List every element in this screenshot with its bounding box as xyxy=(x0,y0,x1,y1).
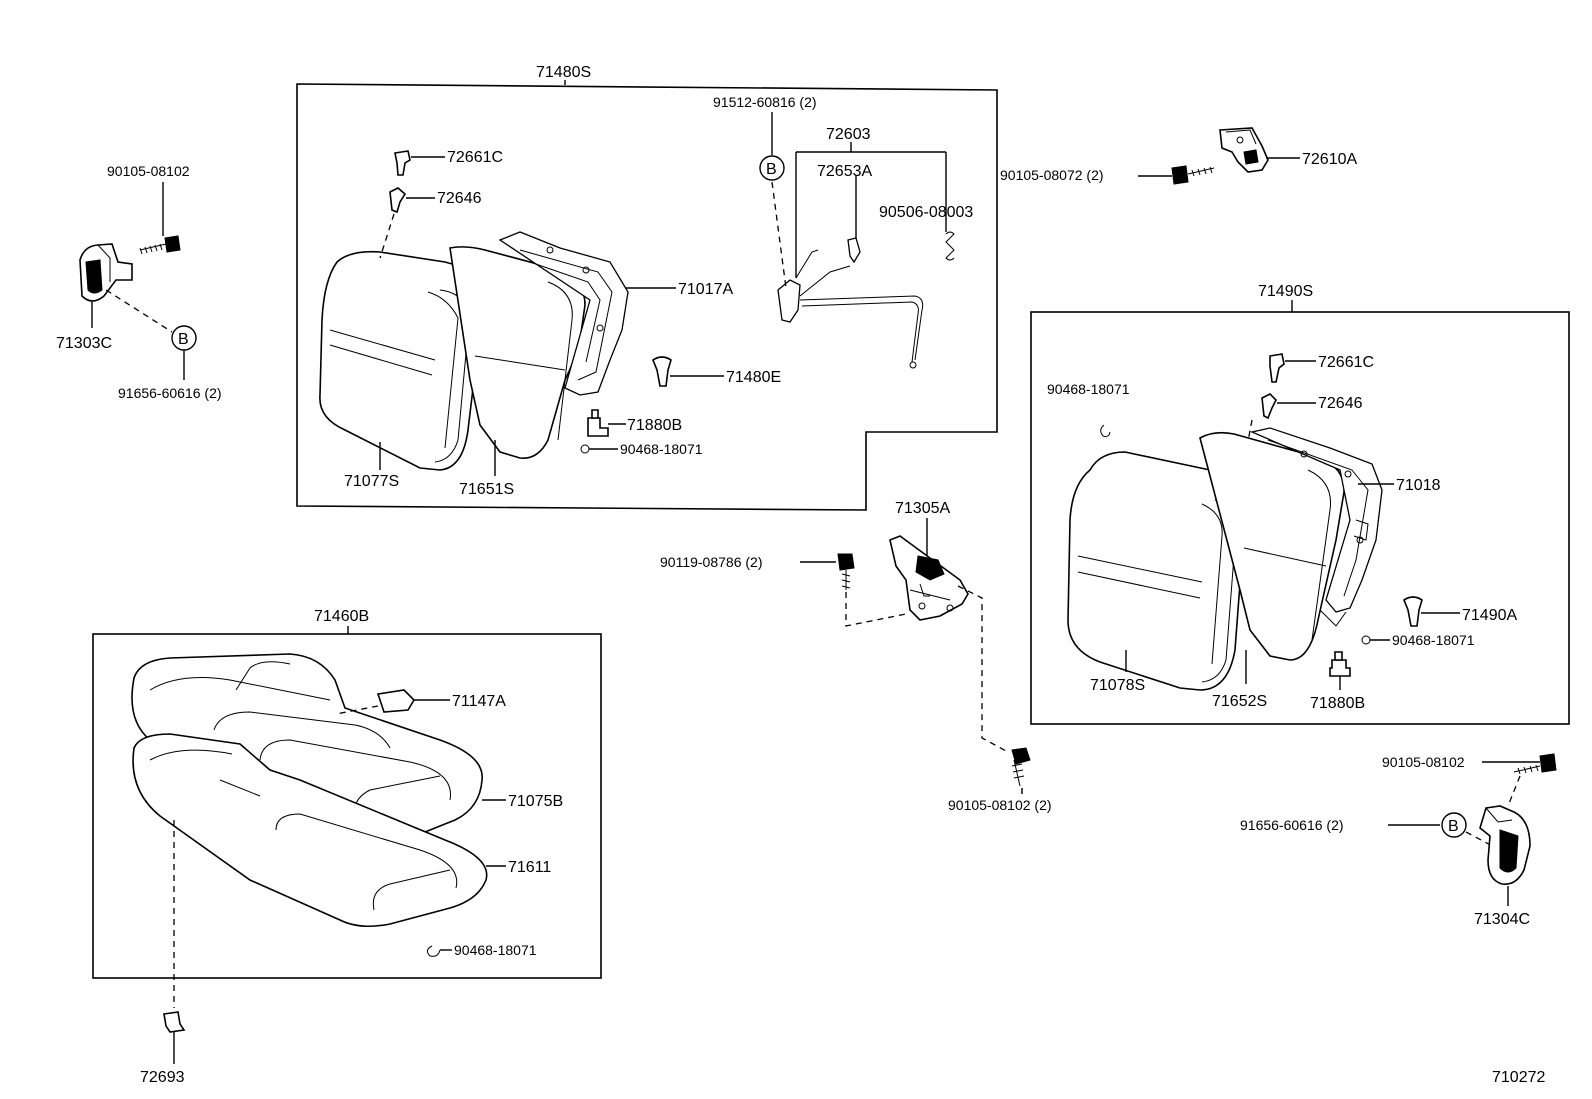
callout-71305a: 71305A xyxy=(895,500,950,517)
callout-71304c: 71304C xyxy=(1474,911,1530,928)
callout-90105-08102-left: 90105-08102 xyxy=(107,163,190,179)
callout-72661c-right: 72661C xyxy=(1318,354,1374,371)
callout-71460b: 71460B xyxy=(314,608,369,625)
seatback-lock-cable-72603 xyxy=(777,237,924,369)
callout-90105-08072: 90105-08072 (2) xyxy=(1000,167,1104,183)
callout-90468-18071-right-top: 90468-18071 xyxy=(1047,381,1130,397)
group-box-71480s xyxy=(296,80,998,511)
callout-91656-60616-right: 91656-60616 (2) xyxy=(1240,817,1344,833)
bolt-90105-08072 xyxy=(1171,165,1215,185)
reference-marker-b-top xyxy=(759,155,785,181)
callout-91656-60616-left: 91656-60616 (2) xyxy=(118,385,222,401)
reference-marker-b-right xyxy=(1441,812,1467,838)
group-box-71460b xyxy=(92,626,602,979)
seatback-frame-71017a xyxy=(498,231,629,396)
callout-71078s: 71078S xyxy=(1090,677,1145,694)
callout-71480e: 71480E xyxy=(726,369,781,386)
bolt-90105-08102-center xyxy=(1011,747,1031,787)
callout-72646-right: 72646 xyxy=(1318,395,1363,412)
callout-71017a: 71017A xyxy=(678,281,733,298)
callout-71077s: 71077S xyxy=(344,473,399,490)
callout-71490a: 71490A xyxy=(1462,607,1517,624)
callout-72653a: 72653A xyxy=(817,163,872,180)
callout-90105-08102-center: 90105-08102 (2) xyxy=(948,797,1052,813)
seat-cushion-pad-71611 xyxy=(132,733,488,928)
marker-b-top: B xyxy=(766,161,777,178)
callout-71490s: 71490S xyxy=(1258,283,1313,300)
callout-90105-08102-right: 90105-08102 xyxy=(1382,754,1465,770)
bolt-90105-08102-right xyxy=(1513,753,1557,775)
callout-72661c-left: 72661C xyxy=(447,149,503,166)
figure-number: 710272 xyxy=(1492,1069,1545,1086)
callout-71480s: 71480S xyxy=(536,64,591,81)
callout-91512-60816: 91512-60816 (2) xyxy=(713,94,817,110)
callout-71880b-right: 71880B xyxy=(1310,695,1365,712)
seatback-cover-71077s xyxy=(319,250,483,471)
callout-90468-18071-left: 90468-18071 xyxy=(620,441,703,457)
headrest-lock-72646 xyxy=(389,187,407,214)
hook-71880b-right xyxy=(1329,651,1351,677)
center-bracket-71305a xyxy=(889,535,969,621)
callout-71018: 71018 xyxy=(1396,477,1441,494)
callout-71651s: 71651S xyxy=(459,481,514,498)
bolt-90119-08786 xyxy=(837,553,855,590)
callout-72693: 72693 xyxy=(140,1069,185,1086)
hinge-cover-71304c xyxy=(1479,805,1531,886)
headrest-lock-72646-right xyxy=(1261,393,1277,420)
clip-71480e xyxy=(652,356,672,387)
hook-71147a xyxy=(376,689,416,713)
callout-71611: 71611 xyxy=(508,859,551,876)
hook-72693 xyxy=(163,1011,186,1033)
callout-71880b-left: 71880B xyxy=(627,417,682,434)
callout-90468-18071-right: 90468-18071 xyxy=(1392,632,1475,648)
callout-71303c: 71303C xyxy=(56,335,112,352)
callout-90506-08003: 90506-08003 xyxy=(879,204,973,221)
callout-72610a: 72610A xyxy=(1302,151,1357,168)
marker-b-left: B xyxy=(178,331,189,348)
headrest-guide-72661c xyxy=(394,150,411,176)
callout-71075b: 71075B xyxy=(508,793,563,810)
hinge-bracket-72610a xyxy=(1219,127,1269,173)
clip-71490a xyxy=(1403,596,1423,627)
group-box-71490s xyxy=(1030,300,1570,725)
callout-71147a: 71147A xyxy=(452,693,506,710)
callout-71652s: 71652S xyxy=(1212,693,1267,710)
spring-90506-08003 xyxy=(945,231,955,261)
bolt-90105-08102-left xyxy=(139,235,181,255)
callout-72646-left: 72646 xyxy=(437,190,482,207)
callout-90119-08786: 90119-08786 (2) xyxy=(660,554,762,570)
hook-71880b-left xyxy=(587,409,609,437)
callout-72603: 72603 xyxy=(826,126,871,143)
seatback-frame-71018 xyxy=(1249,427,1383,627)
headrest-guide-72661c-right xyxy=(1269,353,1285,383)
marker-b-right: B xyxy=(1448,818,1459,835)
callout-90468-18071-cushion: 90468-18071 xyxy=(454,942,537,958)
hinge-cover-71303c xyxy=(79,243,133,302)
